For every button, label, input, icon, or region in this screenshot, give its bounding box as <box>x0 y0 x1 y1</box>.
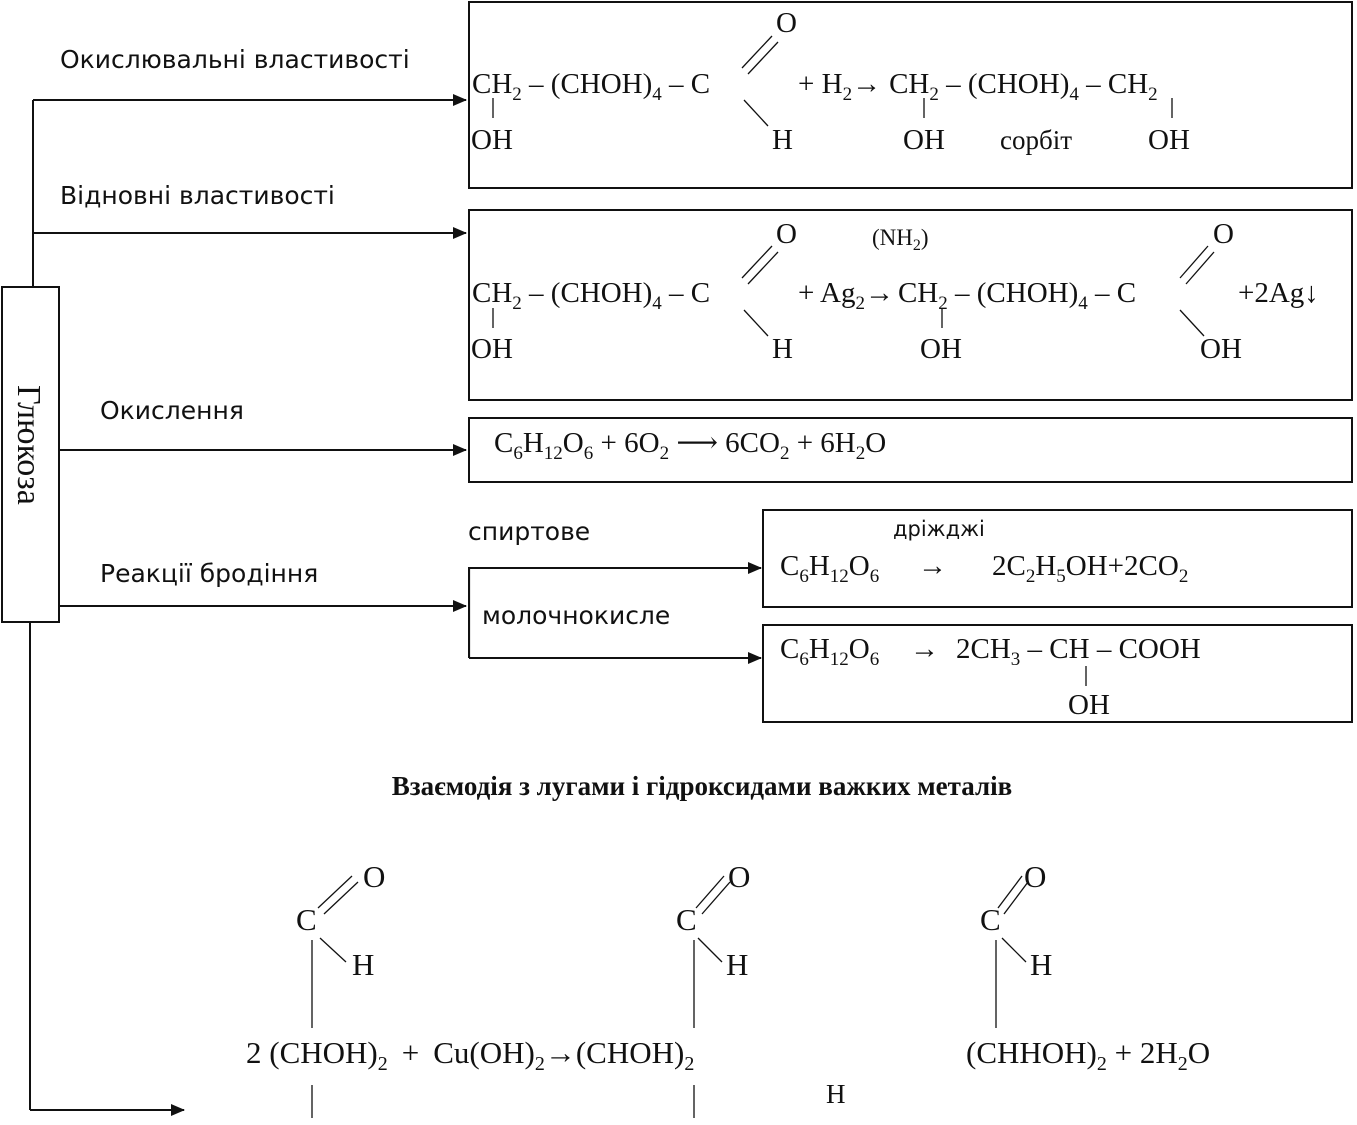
eq2-box <box>468 209 1353 401</box>
eq2-reaction: O (NH2) O CH2 – (CHOH)4 – C + Ag2→CH2 – … <box>471 218 1319 365</box>
eq3-box <box>468 417 1353 483</box>
eq4-reaction: дріжджі C6H12O6 → 2C2H5OH+2CO2 <box>780 517 1188 587</box>
svg-text:C: C <box>296 902 317 937</box>
eq1-oxygen: O <box>776 7 797 39</box>
svg-text:→: → <box>910 633 939 665</box>
glucose-label: Глюкоза <box>10 385 47 505</box>
sorbitol-label: сорбіт <box>1000 125 1072 155</box>
svg-text:OH: OH <box>903 124 945 156</box>
svg-text:H: H <box>826 1079 846 1109</box>
svg-text:H: H <box>1030 947 1052 982</box>
svg-text:OH: OH <box>920 333 962 365</box>
svg-text:OH: OH <box>1148 124 1190 156</box>
svg-text:2C2H5OH+2CO2: 2C2H5OH+2CO2 <box>992 550 1188 587</box>
svg-text:C: C <box>676 902 697 937</box>
eq1-box <box>468 1 1353 189</box>
eq5-reaction: C6H12O6 → 2CH3 – CH – COOH OH <box>780 633 1201 721</box>
svg-text:O: O <box>728 859 750 894</box>
eq3-reaction: C6H12O6 + 6O2 ⟶ 6CO2 + 6H2O <box>494 427 886 464</box>
svg-text:OH: OH <box>1200 333 1242 365</box>
eq4-box <box>762 509 1353 608</box>
svg-text:OH: OH <box>1068 689 1110 721</box>
label-oxidizing: Окислювальні властивості <box>60 45 410 74</box>
svg-text:(CHHOH)2 + 2H2O: (CHHOH)2 + 2H2O <box>966 1035 1210 1075</box>
label-fermentation: Реакції бродіння <box>100 559 318 588</box>
alkali-heading: Взаємодія з лугами і гідроксидами важких… <box>392 771 1012 801</box>
svg-text:OH: OH <box>471 333 513 365</box>
label-reducing: Відновні властивості <box>60 181 335 210</box>
svg-text:+ Ag2→CH2 – (CHOH)4 – C: + Ag2→CH2 – (CHOH)4 – C <box>798 277 1136 314</box>
svg-text:C: C <box>980 902 1001 937</box>
svg-text:O: O <box>1213 218 1234 250</box>
svg-text:CH2 – (CHOH)4 – C: CH2 – (CHOH)4 – C <box>472 68 710 105</box>
svg-text:2CH3 – CH – COOH: 2CH3 – CH – COOH <box>956 633 1201 670</box>
svg-text:OH: OH <box>471 124 513 156</box>
svg-text:CH2 – (CHOH)4 – C: CH2 – (CHOH)4 – C <box>472 277 710 314</box>
svg-text:H: H <box>352 947 374 982</box>
eq5-box <box>762 624 1353 723</box>
eq6-reaction: C O H C O H C O H 2 (CHOH)2+Cu(OH)2→(CHO… <box>246 859 1210 1118</box>
label-alcoholic: спиртове <box>468 517 590 546</box>
svg-text:O: O <box>363 859 385 894</box>
label-lactic: молочнокисле <box>482 601 670 630</box>
svg-text:H: H <box>772 124 793 156</box>
eq1-reaction: CH2 – (CHOH)4 – C O H OH + H2→CH2 – (CHO… <box>471 7 1190 156</box>
svg-text:O: O <box>776 218 797 250</box>
svg-text:O: O <box>1024 859 1046 894</box>
svg-text:(NH2): (NH2) <box>872 225 929 254</box>
svg-text:H: H <box>726 947 748 982</box>
svg-text:H: H <box>772 333 793 365</box>
svg-text:→: → <box>918 550 947 582</box>
yeast-catalyst: дріжджі <box>893 517 985 541</box>
svg-text:+ H2→CH2 – (CHOH)4 – CH2: + H2→CH2 – (CHOH)4 – CH2 <box>798 68 1158 105</box>
silver-product: +2Ag↓ <box>1238 277 1319 309</box>
svg-text:2 (CHOH)2+Cu(OH)2→(CHOH)2: 2 (CHOH)2+Cu(OH)2→(CHOH)2 <box>246 1035 694 1075</box>
label-oxidation: Окислення <box>100 396 244 425</box>
svg-text:C6H12O6: C6H12O6 <box>780 633 879 670</box>
svg-text:C6H12O6: C6H12O6 <box>780 550 879 587</box>
